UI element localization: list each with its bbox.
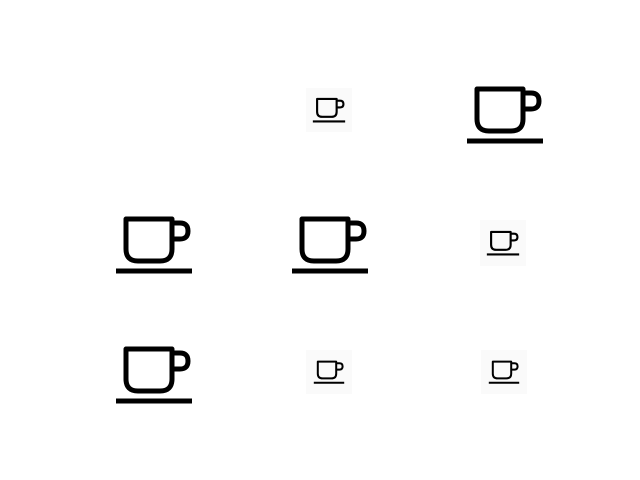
coffee-cup-icon [116, 216, 192, 274]
coffee-cup-icon-tile [113, 214, 195, 276]
coffee-cup-icon-tile [306, 350, 352, 394]
coffee-cup-icon [292, 216, 368, 274]
coffee-cup-icon-tile [480, 220, 526, 266]
coffee-cup-icon-tile [289, 214, 371, 276]
coffee-cup-icon [116, 346, 192, 404]
coffee-cup-icon [313, 360, 345, 384]
coffee-cup-icon-tile [481, 350, 527, 394]
coffee-cup-icon [488, 360, 520, 384]
coffee-cup-icon-tile [464, 84, 546, 146]
coffee-cup-icon [312, 97, 346, 123]
coffee-cup-icon [467, 86, 543, 144]
coffee-cup-icon-tile [113, 344, 195, 406]
coffee-cup-icon-tile [306, 88, 352, 132]
coffee-cup-icon [486, 230, 520, 256]
